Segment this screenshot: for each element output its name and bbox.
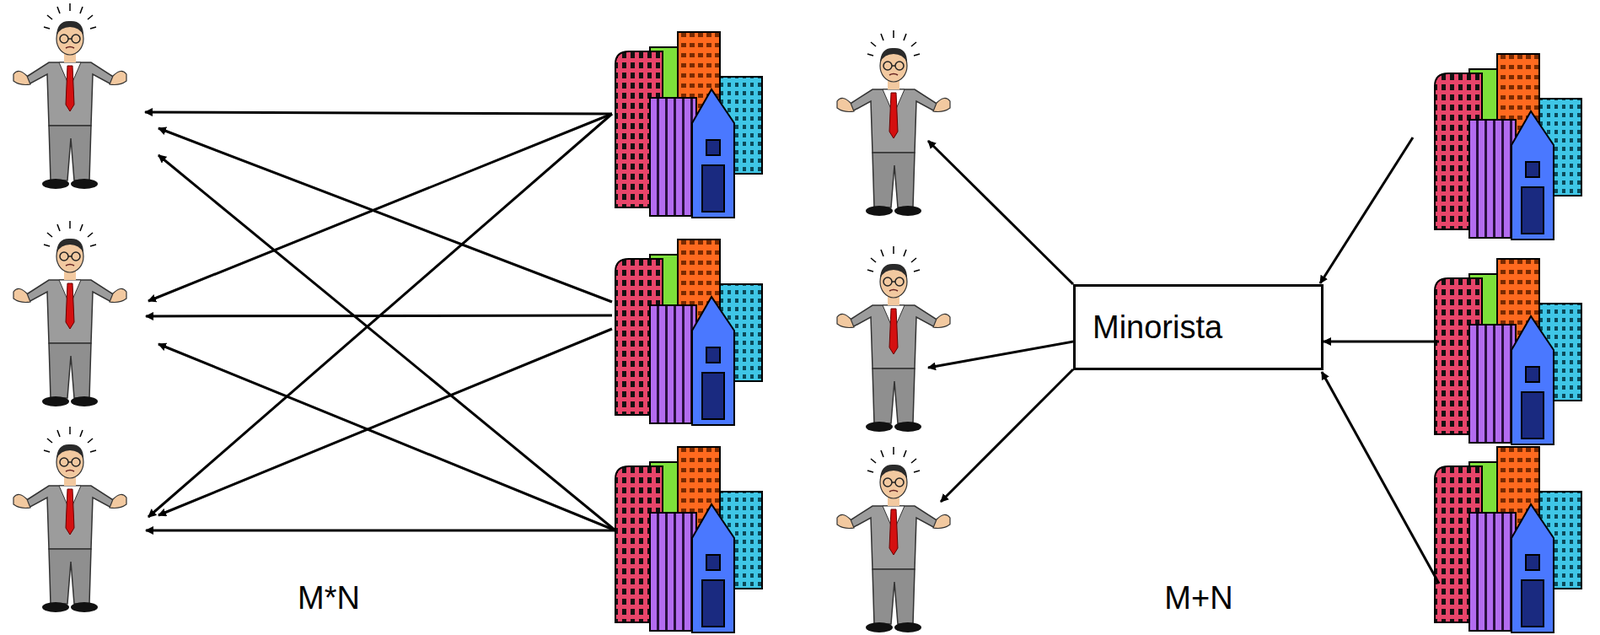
formula-label: M+N bbox=[1164, 579, 1233, 617]
retailer-box: Minorista bbox=[1073, 284, 1324, 371]
formula-label: M*N bbox=[297, 579, 360, 617]
box-label: Minorista bbox=[1092, 309, 1223, 346]
